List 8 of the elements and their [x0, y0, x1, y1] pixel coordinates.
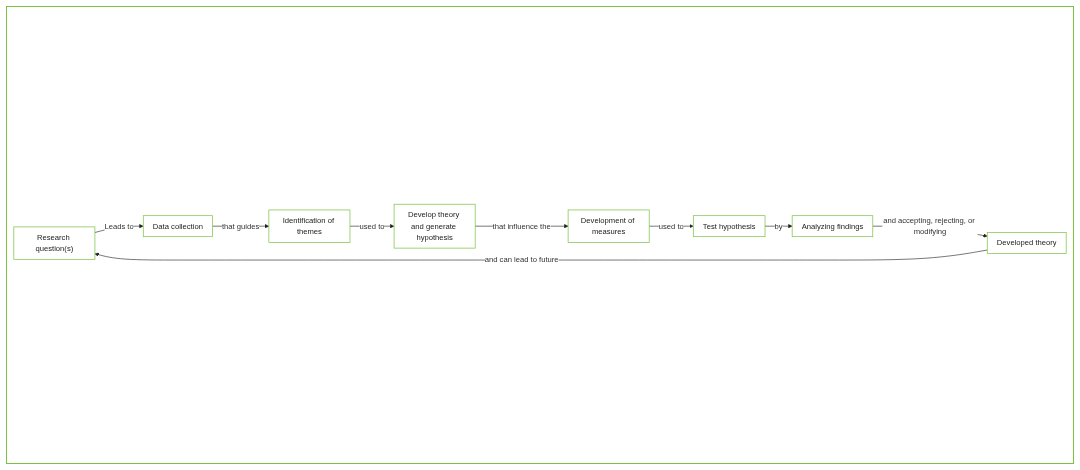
- node-box: [13, 226, 96, 260]
- node-box: [567, 209, 650, 243]
- node-box: [986, 232, 1067, 254]
- node-box: [791, 215, 874, 238]
- node-box: [142, 215, 213, 238]
- node-box: [692, 215, 766, 238]
- node-box: [268, 209, 351, 243]
- node-box: [393, 203, 476, 249]
